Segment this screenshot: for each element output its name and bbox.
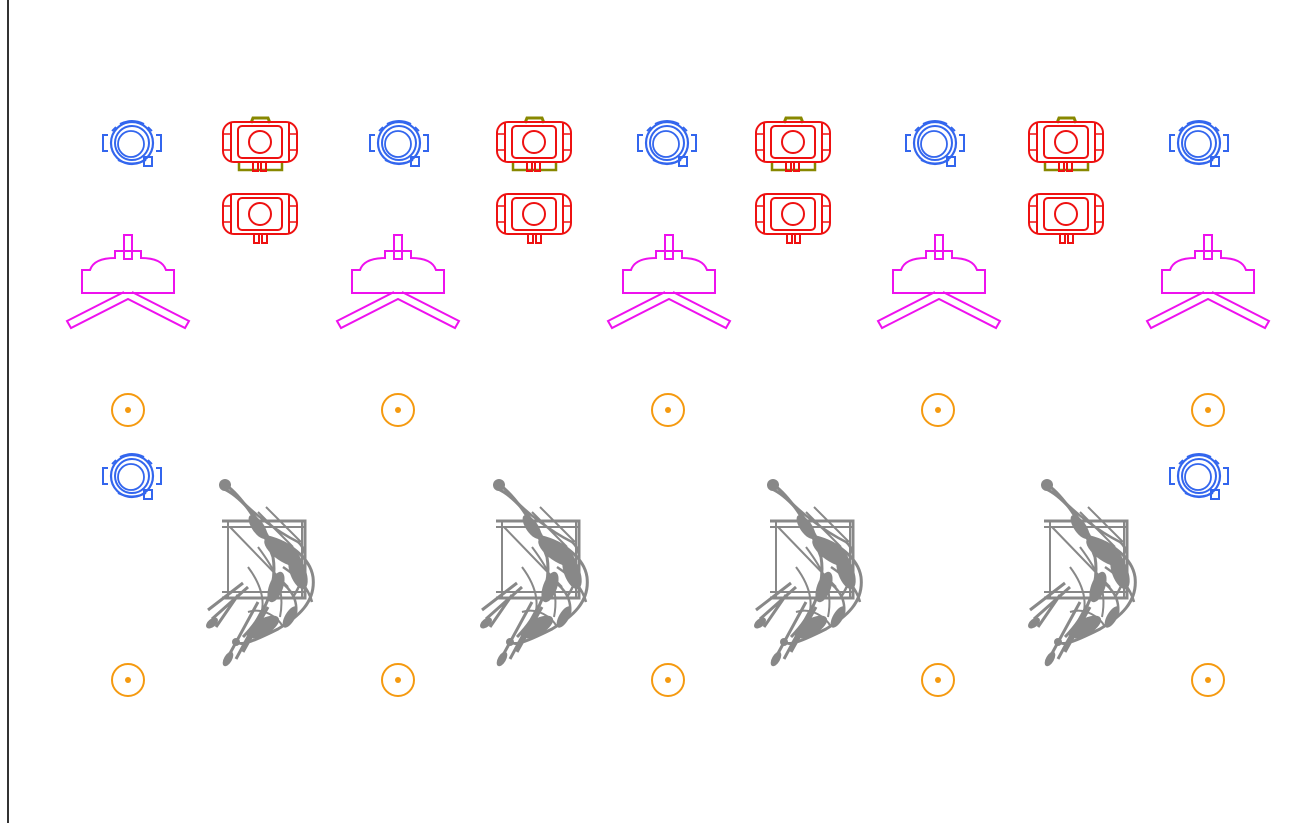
ptz-camera-icon xyxy=(1168,452,1230,501)
floor-marker-icon xyxy=(651,663,685,697)
tripod-stand-icon xyxy=(1146,234,1270,329)
red-fixture-icon xyxy=(497,194,571,243)
floor-marker-icon xyxy=(1191,393,1225,427)
floor-marker-icon xyxy=(111,393,145,427)
tripod-stand-icon xyxy=(66,234,190,329)
ptz-camera-icon xyxy=(101,119,163,168)
red-fixture-icon xyxy=(756,194,830,243)
tripod-stand-icon xyxy=(607,234,731,329)
red-fixture-icon xyxy=(1029,194,1103,243)
red-fixture-icon xyxy=(1029,118,1103,171)
floor-marker-icon xyxy=(381,663,415,697)
red-fixture-icon xyxy=(223,194,297,243)
floor-marker-icon xyxy=(111,663,145,697)
floor-marker-icon xyxy=(651,393,685,427)
floor-marker-icon xyxy=(921,393,955,427)
ptz-camera-icon xyxy=(636,119,698,168)
red-fixture-icon xyxy=(756,118,830,171)
ptz-camera-icon xyxy=(368,119,430,168)
ptz-camera-layer xyxy=(101,119,1230,501)
grey-figure-icon xyxy=(1024,477,1137,670)
floor-marker-icon xyxy=(381,393,415,427)
grey-figure-icon xyxy=(750,477,863,670)
grey-figure-layer xyxy=(202,477,1137,670)
red-fixture-layer xyxy=(223,118,1103,243)
ptz-camera-icon xyxy=(101,452,163,501)
ptz-camera-icon xyxy=(904,119,966,168)
tripod-stand-icon xyxy=(336,234,460,329)
grey-figure-icon xyxy=(202,477,315,670)
tripod-stand-icon xyxy=(877,234,1001,329)
floor-marker-icon xyxy=(1191,663,1225,697)
ptz-camera-icon xyxy=(1168,119,1230,168)
floor-marker-icon xyxy=(921,663,955,697)
grey-figure-icon xyxy=(476,477,589,670)
red-fixture-icon xyxy=(497,118,571,171)
drawing-frame xyxy=(7,0,9,823)
red-fixture-icon xyxy=(223,118,297,171)
tripod-stand-layer xyxy=(66,234,1270,329)
